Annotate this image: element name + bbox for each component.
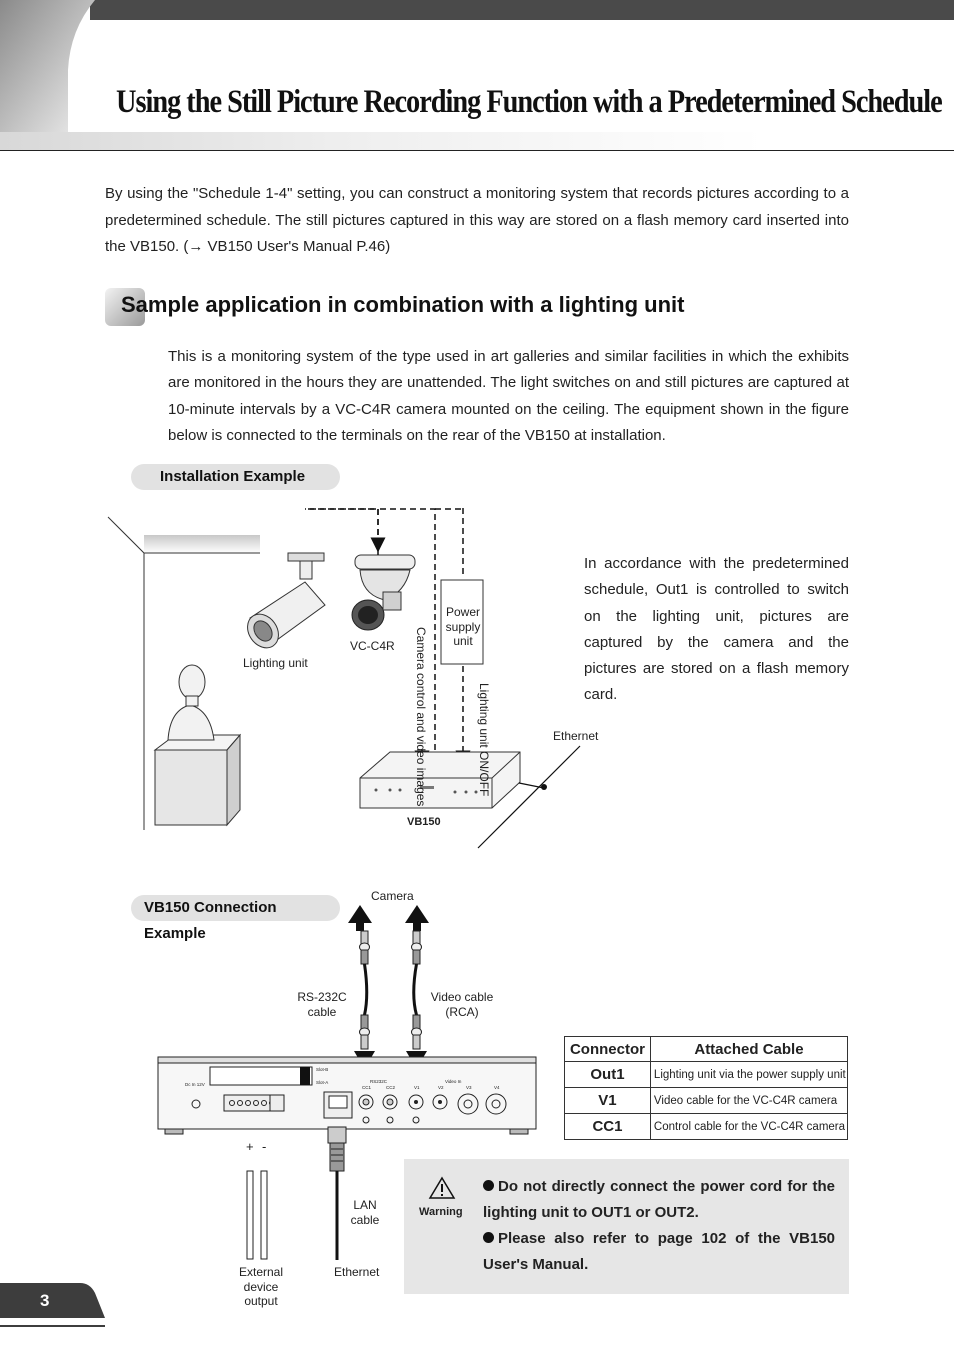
panel-v1-label: V1 — [414, 1085, 420, 1090]
power-supply-label: Power supply unit — [445, 605, 481, 648]
connection-example-pill: VB150 Connection Example — [131, 895, 340, 942]
ethernet-cable-label: Ethernet — [334, 1265, 380, 1279]
table-header-cable: Attached Cable — [649, 1036, 849, 1062]
table-header-row: Connector Attached Cable — [564, 1036, 849, 1062]
table-row: CC1 Control cable for the VC-C4R camera — [564, 1113, 849, 1140]
ethernet-cable-line — [477, 745, 581, 849]
panel-v3-label: V3 — [466, 1085, 472, 1090]
dashed-connections — [305, 508, 471, 766]
warning-box — [404, 1159, 849, 1294]
rs232c-cable — [354, 930, 375, 1069]
warning-item-text: Do not directly connect the power cord f… — [483, 1178, 835, 1221]
page-number-tab — [0, 1283, 105, 1327]
video-cable — [406, 930, 427, 1069]
header-bar — [90, 0, 954, 20]
connector-table: Connector Attached Cable Out1 Lighting u… — [564, 1036, 849, 1140]
title-band — [0, 132, 954, 150]
table-row: V1 Video cable for the VC-C4R camera — [564, 1087, 849, 1114]
lighting-onoff-label: Lighting unit ON/OFF — [477, 683, 491, 797]
table-cell-cable: Control cable for the VC-C4R camera — [649, 1113, 849, 1140]
camera-illustration — [351, 554, 416, 631]
page-title: Using the Still Picture Recording Functi… — [116, 84, 943, 120]
intro-paragraph: By using the "Schedule 1-4" setting, you… — [105, 185, 849, 255]
panel-slot-a-label: Slot-A — [316, 1080, 329, 1085]
table-cell-cable: Video cable for the VC-C4R camera — [649, 1087, 849, 1114]
camera-label: Camera — [371, 889, 414, 903]
section-marker-icon — [105, 288, 145, 326]
lan-cable-label: LAN cable — [350, 1198, 380, 1227]
panel-dc-in-label: Dc In 12V — [185, 1082, 205, 1087]
camera-control-label: Camera control and video images — [414, 627, 428, 807]
warning-triangle-icon — [428, 1176, 456, 1199]
lan-cable — [327, 1126, 347, 1260]
panel-cc1-label: CC1 — [362, 1085, 372, 1090]
rs232c-cable-label: RS-232C cable — [297, 990, 347, 1019]
panel-cc2-label: CC2 — [386, 1085, 396, 1090]
table-cell-connector: Out1 — [564, 1061, 651, 1088]
panel-slot-b-label: Slot-B — [316, 1067, 329, 1072]
table-header-connector: Connector — [564, 1036, 651, 1062]
table-cell-connector: CC1 — [564, 1113, 651, 1140]
warning-label: Warning — [419, 1206, 463, 1218]
table-row: Out1 Lighting unit via the power supply … — [564, 1061, 849, 1088]
panel-video-in-label: Video In — [445, 1079, 462, 1084]
lighting-unit-label: Lighting unit — [243, 656, 308, 670]
camera-arrows — [348, 905, 429, 931]
statue-illustration — [153, 664, 242, 827]
camera-model-label: VC-C4R — [350, 639, 395, 653]
warning-item: Do not directly connect the power cord f… — [483, 1174, 835, 1226]
vb150-device-illustration — [359, 751, 521, 809]
title-rule — [0, 150, 954, 151]
corner-decoration — [0, 0, 95, 132]
vb150-label: VB150 — [407, 816, 441, 828]
room-corner — [107, 516, 260, 830]
section-body: This is a monitoring system of the type … — [168, 348, 849, 445]
panel-rs232c-label: RS232C — [370, 1079, 388, 1084]
plus-terminal-label: + — [246, 1139, 254, 1154]
table-cell-cable: Lighting unit via the power supply unit — [649, 1061, 849, 1088]
minus-terminal-label: - — [262, 1139, 267, 1154]
installation-description: In accordance with the predetermined sch… — [584, 555, 849, 704]
panel-v4-label: V4 — [494, 1085, 500, 1090]
connection-diagram — [157, 905, 537, 1260]
external-output-label: External device output — [238, 1265, 284, 1308]
panel-v2-label: V2 — [438, 1085, 444, 1090]
warning-item-text: Please also refer to page 102 of the VB1… — [483, 1230, 835, 1273]
power-supply-box — [440, 579, 484, 665]
table-cell-connector: V1 — [564, 1087, 651, 1114]
warning-item: Please also refer to page 102 of the VB1… — [483, 1226, 835, 1278]
video-cable-label: Video cable (RCA) — [430, 990, 494, 1019]
section-heading: Sample application in combination with a… — [121, 292, 685, 317]
bullet-icon — [483, 1232, 494, 1243]
installation-example-pill: Installation Example — [131, 464, 340, 490]
vb150-rear-panel — [157, 1056, 537, 1135]
page-number: 3 — [40, 1291, 50, 1310]
external-output-wires — [246, 1170, 268, 1260]
ethernet-label: Ethernet — [553, 729, 599, 743]
bullet-icon — [483, 1180, 494, 1191]
lighting-unit-illustration — [247, 552, 326, 649]
installation-diagram — [107, 508, 581, 849]
